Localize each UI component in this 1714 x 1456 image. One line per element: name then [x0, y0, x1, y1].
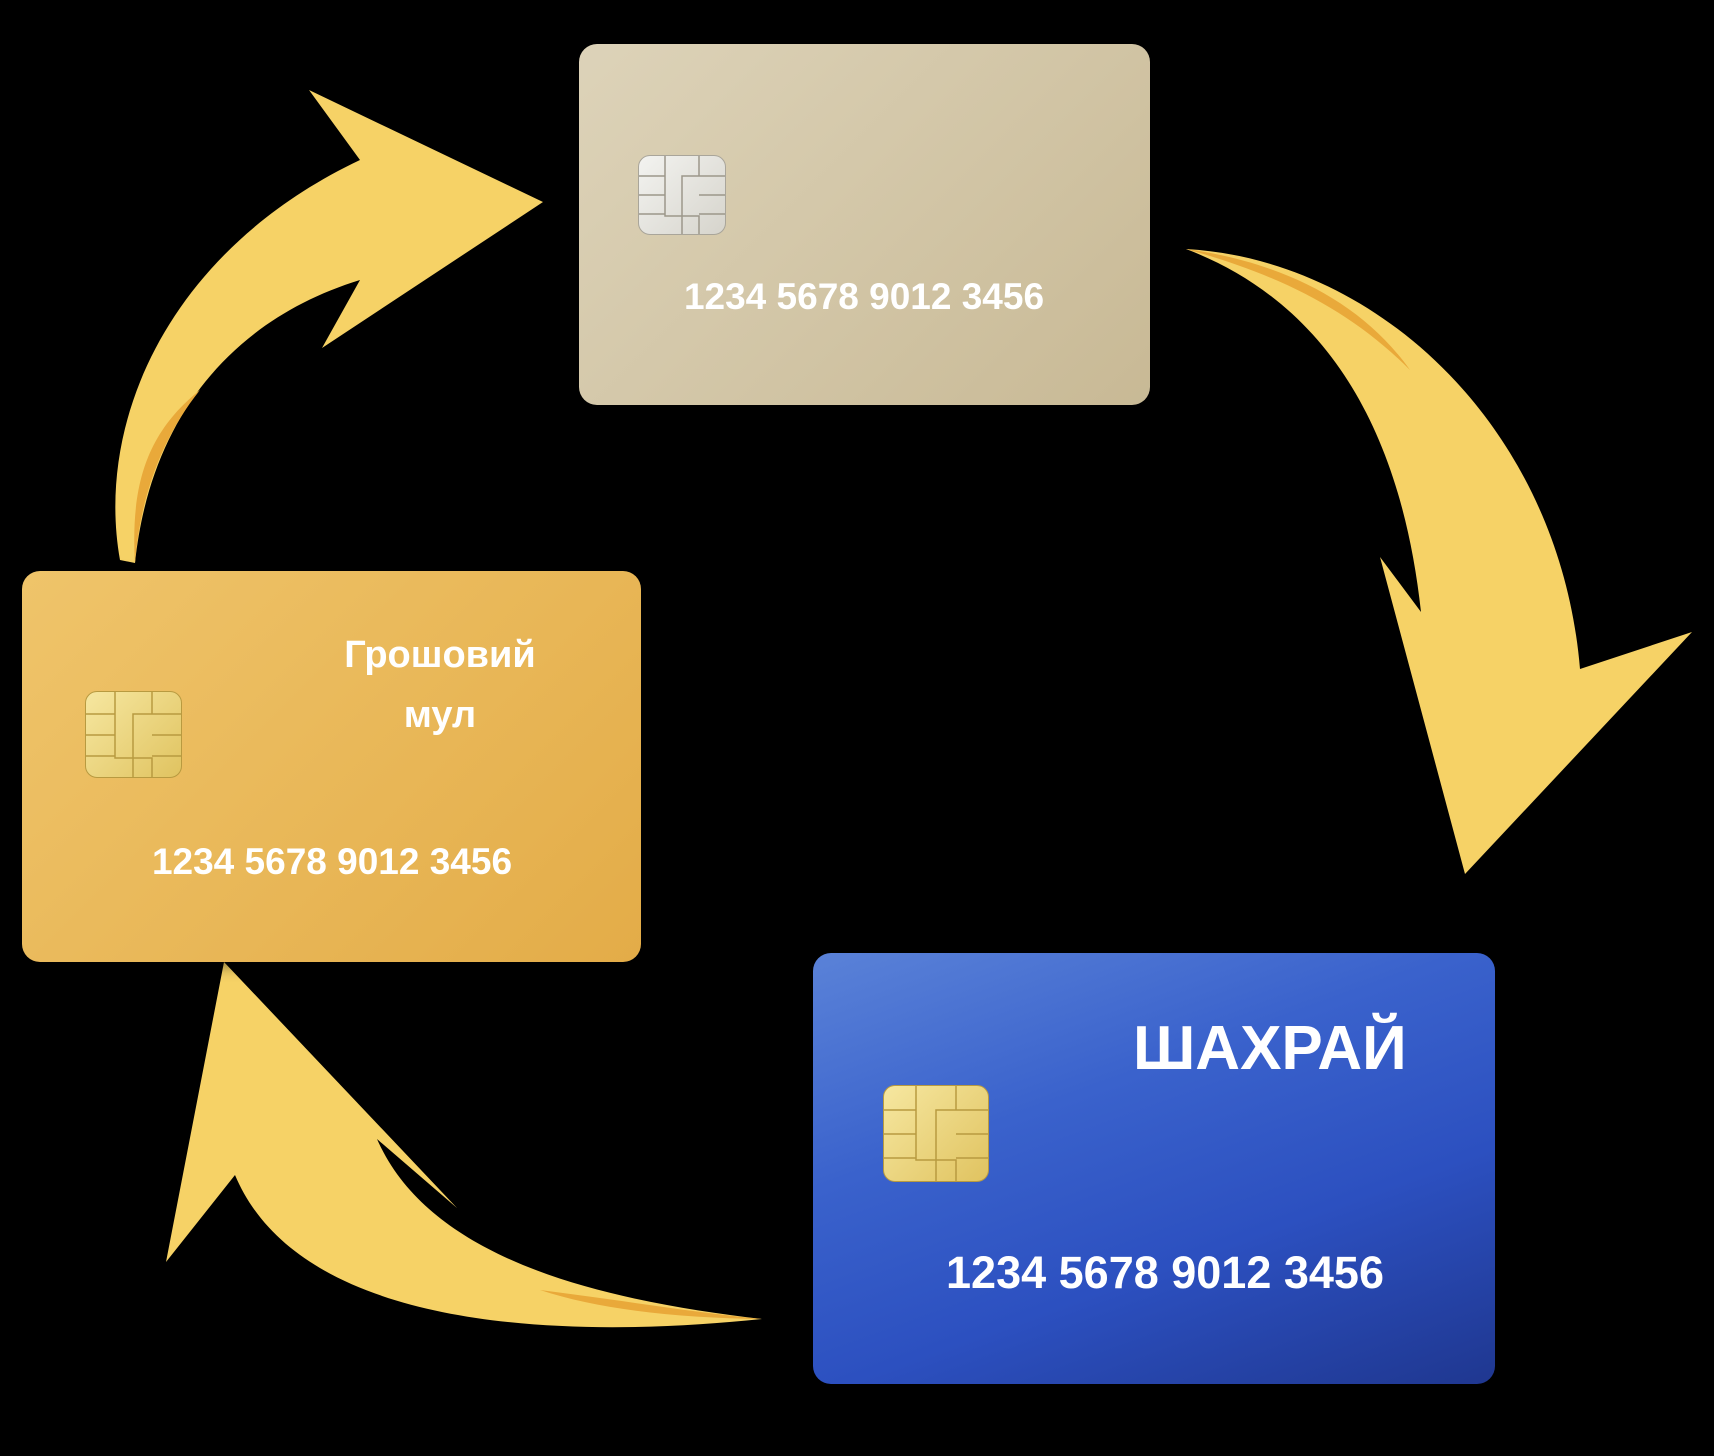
card-number: 1234 5678 9012 3456 [683, 276, 1045, 317]
card-money-mule: Грошовий мул 1234 5678 9012 3456 [22, 571, 641, 962]
arrow-shadow-bottom [540, 1290, 762, 1319]
label-line-2: мул [403, 694, 477, 736]
card-top-beige: 1234 5678 9012 3456 [579, 44, 1150, 405]
arrow-shadow-left [134, 390, 200, 563]
arrow-fraudster-to-mule [166, 962, 762, 1328]
arrow-mule-to-top-card [115, 90, 543, 563]
chip-icon [883, 1085, 989, 1182]
arrow-top-card-to-fraudster [1186, 249, 1692, 874]
card-number: 1234 5678 9012 3456 [946, 1247, 1384, 1298]
label-line-1: Грошовий [344, 634, 536, 676]
card-number: 1234 5678 9012 3456 [151, 841, 513, 882]
chip-icon [85, 691, 182, 778]
chip-icon [638, 155, 726, 235]
card-label-fraudster: ШАХРАЙ [1133, 1014, 1407, 1083]
card-fraudster: ШАХРАЙ 1234 5678 9012 3456 [813, 953, 1495, 1384]
card-label-money-mule: Грошовий мул [322, 625, 558, 745]
